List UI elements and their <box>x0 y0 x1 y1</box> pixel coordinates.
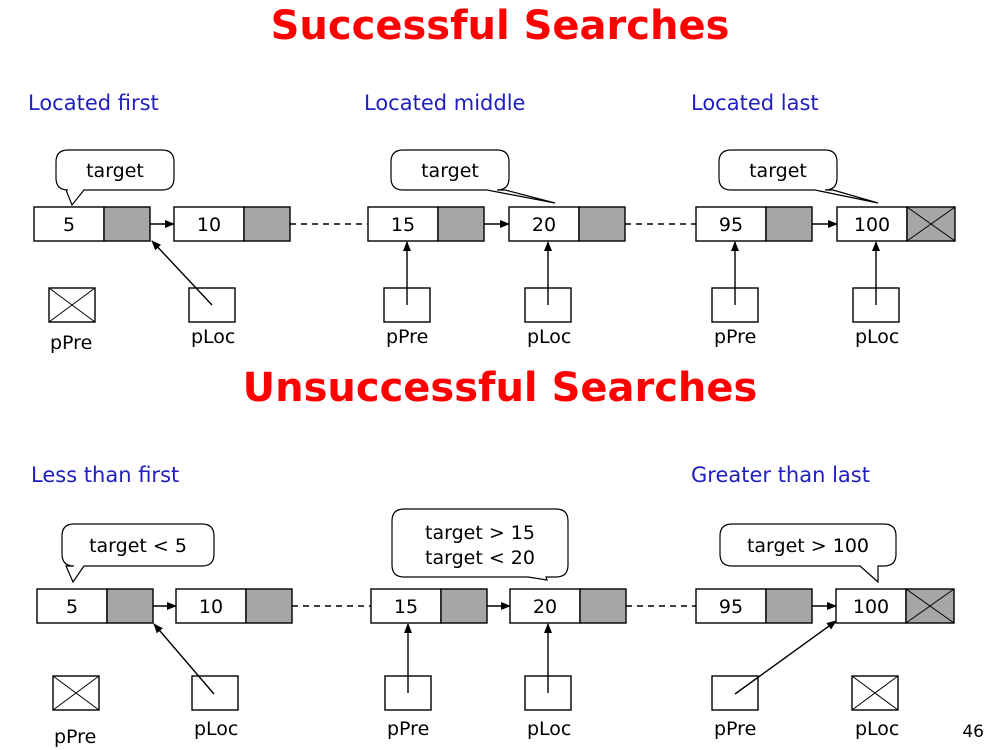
succ-node-value: 20 <box>532 214 556 236</box>
unsucc-node-link-10 <box>245 588 293 624</box>
succ-null-link-icon-cross-b <box>906 206 956 242</box>
unsucc-last-ppre-label: pPre <box>714 718 756 740</box>
label-less-than-first: Less than first <box>31 463 180 487</box>
unsucc-node-link-95 <box>765 588 813 624</box>
succ-node-value: 15 <box>391 214 415 236</box>
unsucc-node-link-5 <box>106 588 154 624</box>
succ-node-link-20 <box>578 206 626 242</box>
unsucc-last-ppre-arrow <box>734 620 837 695</box>
succ-node-link-5 <box>103 206 151 242</box>
unsucc-middle-callout <box>391 508 569 581</box>
succ-middle-ploc-label: pLoc <box>527 326 571 348</box>
unsucc-last-ploc-null-icon-cross-b <box>851 675 899 711</box>
succ-node-link-15 <box>437 206 485 242</box>
succ-last-ploc-label: pLoc <box>855 326 899 348</box>
unsucc-node-value: 20 <box>533 596 557 618</box>
unsucc-middle-ploc-label: pLoc <box>527 718 571 740</box>
unsucc-node-data-100 <box>835 588 907 624</box>
unsucc-first-ploc-box <box>191 675 239 711</box>
label-located-middle: Located middle <box>364 91 526 115</box>
succ-middle-callout-text: target <box>421 160 479 182</box>
unsucc-last-ploc-label: pLoc <box>855 718 899 740</box>
unsucc-node-value: 100 <box>853 596 889 618</box>
succ-last-ppre-label: pPre <box>714 326 756 348</box>
label-located-last: Located last <box>691 91 819 115</box>
succ-node-data-5 <box>33 206 105 242</box>
unsucc-first-callout-text: target < 5 <box>89 535 187 557</box>
succ-middle-callout <box>390 149 556 204</box>
unsucc-middle-callout-text-1: target > 15 <box>425 522 535 544</box>
succ-node-link-10 <box>243 206 291 242</box>
succ-first-callout-text: target <box>86 160 144 182</box>
succ-last-callout <box>718 149 879 204</box>
label-located-first: Located first <box>28 91 159 115</box>
succ-last-callout-text: target <box>749 160 807 182</box>
succ-node-link-95 <box>765 206 813 242</box>
title-successful-searches: Successful Searches <box>270 3 730 49</box>
unsucc-first-callout <box>61 523 215 584</box>
succ-first-ppre-label: pPre <box>50 332 92 354</box>
succ-first-ploc-arrow <box>151 240 213 306</box>
unsucc-node-data-5 <box>36 588 108 624</box>
unsucc-first-ploc-label: pLoc <box>194 718 238 740</box>
succ-node-value: 95 <box>719 214 743 236</box>
succ-middle-ppre-label: pPre <box>386 326 428 348</box>
unsucc-node-value: 15 <box>394 596 418 618</box>
unsucc-first-ppre-null-icon-cross-b <box>52 675 100 711</box>
succ-first-callout <box>55 149 175 207</box>
unsucc-first-ppre-label: pPre <box>54 726 96 748</box>
label-greater-than-last: Greater than last <box>691 463 870 487</box>
unsucc-last-callout-text: target > 100 <box>747 535 869 557</box>
unsucc-node-link-20 <box>579 588 627 624</box>
unsucc-node-link-15 <box>440 588 488 624</box>
page-number: 46 <box>962 722 984 742</box>
unsucc-first-ploc-arrow <box>153 623 215 695</box>
unsucc-middle-ppre-label: pPre <box>387 718 429 740</box>
succ-node-value: 5 <box>63 214 75 236</box>
succ-node-value: 10 <box>197 214 221 236</box>
succ-first-ppre-null-icon-cross-b <box>48 287 96 323</box>
unsucc-node-value: 95 <box>719 596 743 618</box>
unsucc-middle-callout-text-2: target < 20 <box>425 547 535 569</box>
unsucc-null-link-icon-cross-b <box>905 588 955 624</box>
unsucc-last-ppre-box <box>711 675 759 711</box>
unsucc-node-value: 10 <box>199 596 223 618</box>
succ-first-ploc-label: pLoc <box>191 326 235 348</box>
unsucc-node-value: 5 <box>66 596 78 618</box>
unsucc-middle-ppre-box <box>384 675 432 711</box>
title-unsuccessful-searches: Unsuccessful Searches <box>242 365 758 411</box>
succ-node-value: 100 <box>854 214 890 236</box>
unsucc-last-callout <box>719 523 897 584</box>
